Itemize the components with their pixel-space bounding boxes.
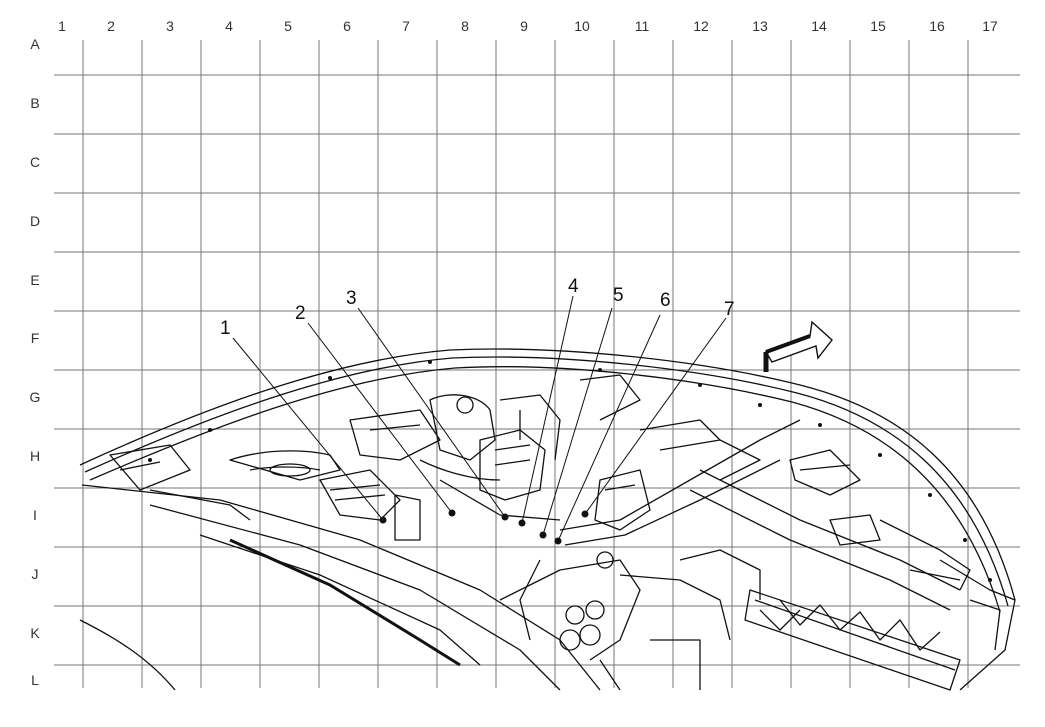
grid-column-label: 8 (461, 18, 469, 34)
grid-column-label: 6 (343, 18, 351, 34)
grid-row-label: F (30, 330, 40, 346)
callout-number: 6 (660, 290, 671, 311)
grid-row-label: I (33, 507, 37, 523)
grid-column-label: 15 (870, 18, 886, 34)
grid-row-label: G (29, 389, 41, 405)
front-direction-arrow (763, 320, 833, 372)
grid-row-label: L (31, 672, 39, 688)
grid-row-label: K (30, 625, 40, 641)
grid-column-label: 9 (520, 18, 528, 34)
callout-number: 7 (724, 299, 735, 320)
grid-row-label: E (30, 272, 40, 288)
grid-row-label: C (29, 154, 41, 170)
grid-row-label: H (29, 448, 41, 464)
grid-row-label: A (30, 36, 40, 52)
callout-number: 2 (295, 303, 306, 324)
grid-column-label: 7 (402, 18, 410, 34)
grid-column-label: 14 (811, 18, 827, 34)
grid-column-label: 16 (929, 18, 945, 34)
grid-column-label: 10 (574, 18, 590, 34)
grid-column-label: 1 (58, 18, 66, 34)
grid-column-label: 3 (166, 18, 174, 34)
callout-target-dots (379, 509, 589, 545)
callout-number: 5 (613, 285, 624, 306)
vehicle-body-outline (79, 348, 1016, 691)
grid-row-label: B (30, 95, 40, 111)
callout-leaders (232, 295, 727, 542)
grid-column-label: 13 (752, 18, 768, 34)
callout-number: 4 (568, 276, 579, 297)
grid-column-label: 17 (982, 18, 998, 34)
reference-grid (54, 40, 1020, 688)
grid-column-label: 11 (634, 18, 650, 34)
grid-column-label: 12 (693, 18, 709, 34)
grid-row-label: J (31, 566, 39, 582)
callout-number: 3 (346, 288, 357, 309)
grid-row-label: D (29, 213, 41, 229)
grid-column-label: 2 (107, 18, 115, 34)
grid-column-label: 5 (284, 18, 292, 34)
callout-number: 1 (220, 318, 231, 339)
grid-column-label: 4 (225, 18, 233, 34)
